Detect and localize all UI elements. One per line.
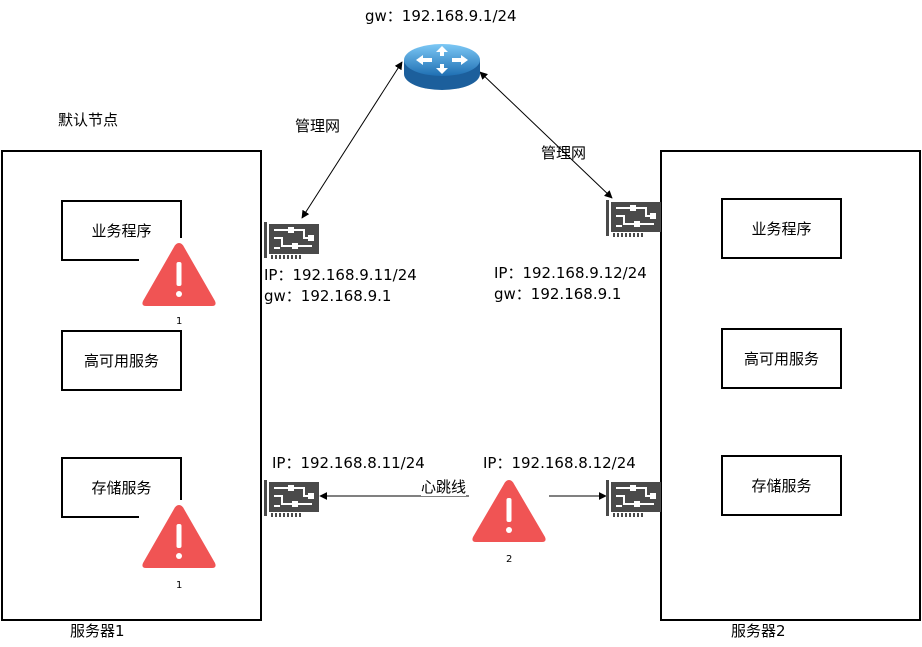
warning-icon <box>142 505 216 568</box>
server1-business-app-label: 业务程序 <box>91 222 152 240</box>
mgmt-link-left-label: 管理网 <box>295 117 341 135</box>
nic-card-icon <box>264 480 319 517</box>
router-gw-label: gw：192.168.9.1/24 <box>365 7 517 25</box>
server2-business-app: 业务程序 <box>721 198 842 259</box>
warning-icon <box>142 243 216 306</box>
alert-warning-3 <box>469 476 549 550</box>
mgmt-link-left <box>301 61 403 219</box>
server2-ha-service-label: 高可用服务 <box>743 350 819 368</box>
right-mgmt-nic-ip: IP：192.168.9.12/24 <box>494 264 647 282</box>
alert-warning-3-label: 2 <box>506 554 513 565</box>
server2-storage-service: 存储服务 <box>721 455 842 516</box>
left-heartbeat-nic-ip: IP：192.168.8.11/24 <box>272 454 425 472</box>
server1-ha-service: 高可用服务 <box>61 330 182 391</box>
server2-storage-service-label: 存储服务 <box>751 477 812 495</box>
heartbeat-label: 心跳线 <box>421 478 467 496</box>
server1-ha-service-label: 高可用服务 <box>83 352 159 370</box>
server2-name: 服务器2 <box>731 622 786 640</box>
right-mgmt-nic-gw: gw：192.168.9.1 <box>494 285 622 303</box>
warning-icon <box>472 480 546 542</box>
mgmt-link-right <box>479 71 613 199</box>
nic-card-icon <box>264 222 319 259</box>
default-node-label: 默认节点 <box>58 111 119 129</box>
left-mgmt-nic-gw: gw：192.168.9.1 <box>264 287 392 305</box>
alert-warning-2 <box>139 500 219 578</box>
server2-ha-service: 高可用服务 <box>721 328 842 389</box>
nic-card-icon <box>606 480 661 517</box>
server2-business-app-label: 业务程序 <box>751 220 812 238</box>
mgmt-link-right-label: 管理网 <box>541 144 587 162</box>
router-icon <box>404 44 480 90</box>
alert-warning-1-label: 1 <box>176 316 183 327</box>
nic-card-icon <box>606 200 661 237</box>
right-heartbeat-nic-ip: IP：192.168.8.12/24 <box>483 454 636 472</box>
alert-warning-1 <box>139 238 219 316</box>
left-mgmt-nic-ip: IP：192.168.9.11/24 <box>264 266 417 284</box>
server1-name: 服务器1 <box>70 622 125 640</box>
alert-warning-2-label: 1 <box>176 580 183 591</box>
server1-storage-service-label: 存储服务 <box>91 479 152 497</box>
